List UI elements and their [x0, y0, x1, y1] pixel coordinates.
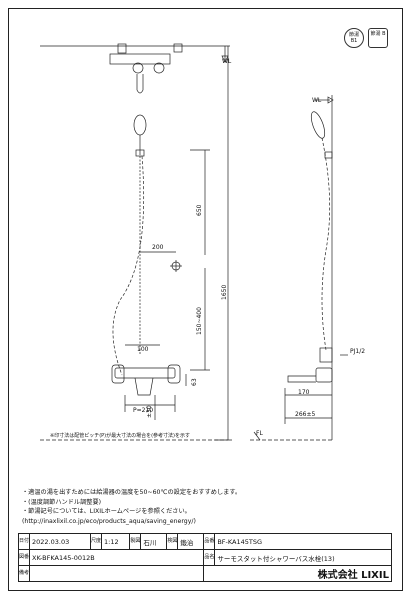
date-label: 日付 — [17, 533, 31, 550]
note-line: ・(温度調節ハンドル調整要) — [22, 498, 102, 506]
note-line: (http://inaxlixil.co.jp/eco/products_aqu… — [22, 517, 196, 525]
wl-label-top: WL — [222, 58, 232, 65]
company-logo: 株式会社 LIXIL — [203, 565, 392, 582]
check-value: 鍛治 — [177, 533, 205, 550]
drawing-no-label: 図番 — [17, 549, 31, 566]
note-line: ・節湯記号については、LIXILホームページを参照ください。 — [22, 508, 191, 516]
wl-label-side: WL — [312, 97, 322, 104]
note-line: ・適温の湯を出すためには給湯器の温度を50~60℃の設定をおすすめします。 — [22, 489, 242, 496]
footnote: ※印寸法は配管ピッチ(P)が最大寸法の場合を(参考寸法)を示す — [50, 433, 191, 439]
drawing-no-value: XK-BFKA145-0012B — [29, 549, 205, 566]
dim-650: 650 — [196, 204, 203, 216]
notes-block: ・適温の湯を出すためには給湯器の温度を50~60℃の設定をおすすめします。 ・(… — [22, 488, 241, 526]
dim-100: 100 — [137, 346, 149, 353]
product-code-label: 品番 — [203, 533, 216, 550]
dim-266: 266±5 — [295, 411, 316, 418]
drawing-frame — [8, 8, 403, 591]
drawn-label: 製図 — [129, 533, 142, 550]
side-elevation — [250, 95, 348, 441]
fl-label: FL — [256, 430, 263, 437]
pipe-joint-label: PJ1/2 — [350, 348, 366, 355]
product-code-value: BF-KA145TSG — [214, 533, 392, 550]
plan-view — [40, 43, 230, 94]
drawn-value: 石川 — [140, 533, 168, 550]
dim-200: 200 — [152, 244, 164, 251]
dim-170: 170 — [298, 389, 310, 396]
date-value: 2022.03.03 — [29, 533, 91, 550]
remarks-label: 備考 — [17, 565, 31, 582]
dim-150-400: 150~400 — [196, 307, 203, 335]
dim-p210: P=210 — [133, 407, 154, 414]
product-name-label: 品名 — [203, 549, 216, 566]
check-label: 検図 — [166, 533, 179, 550]
scale-label: 尺度 — [89, 533, 103, 550]
front-elevation — [40, 46, 232, 441]
remarks-value — [29, 565, 205, 582]
dim-63: 63 — [191, 378, 198, 386]
scale-value: 1:12 — [100, 533, 131, 550]
energy-saving-badge-2: 節湯 B — [368, 28, 388, 48]
energy-saving-badge-1: 節湯 B1 — [344, 28, 364, 48]
title-block: 日付 2022.03.03 尺度 1:12 製図 石川 検図 鍛治 品番 BF-… — [17, 533, 392, 582]
dim-1650: 1650 — [221, 284, 228, 300]
dim-30: ±30 — [146, 405, 153, 418]
product-name-value: サーモスタット付シャワーバス水栓(13) — [214, 549, 392, 566]
